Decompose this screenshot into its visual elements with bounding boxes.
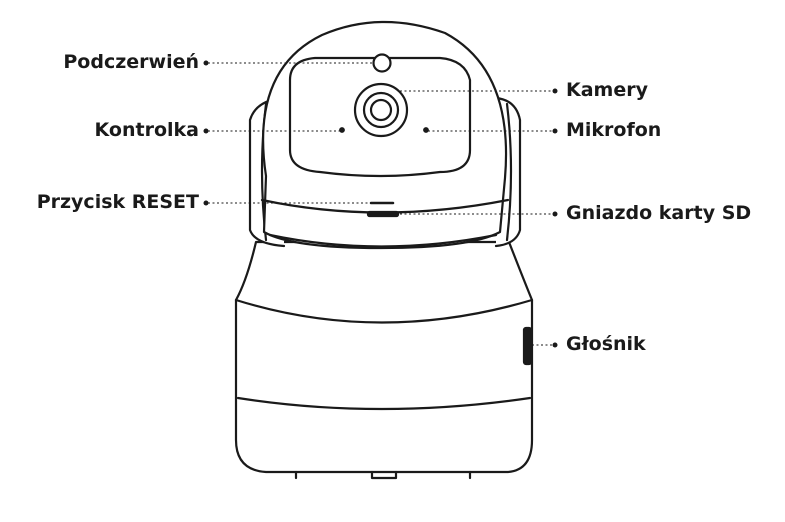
bullet-microphone [552,128,558,134]
label-speaker: Głośnik [566,333,646,355]
lens-middle [362,91,400,129]
side-cylinder-right-inner [505,102,513,242]
label-infrared: Podczerwień [63,51,199,73]
camera-base [234,240,534,474]
lens-inner [369,98,393,122]
label-microphone: Mikrofon [566,119,662,141]
bullet-speaker [552,342,558,348]
sd-slot [366,210,400,218]
infrared-sensor [372,53,392,73]
base-foot-center [370,470,398,480]
base-band-line [234,298,534,324]
bullet-camera [552,88,558,94]
indicator-dot [339,127,345,133]
lens-outer [353,82,409,138]
bullet-reset [203,200,209,206]
label-reset: Przycisk RESET [36,191,199,213]
microphone-dot [423,127,429,133]
bullet-indicator [203,128,209,134]
base-lower-line [236,396,532,411]
bullet-sd [552,211,558,217]
speaker-grill [522,326,533,366]
bullet-infrared [203,60,209,66]
label-indicator: Kontrolka [94,119,199,141]
head-bottom-line [268,233,498,248]
label-camera: Kamery [566,79,648,101]
label-sd-slot: Gniazdo karty SD [566,202,752,224]
